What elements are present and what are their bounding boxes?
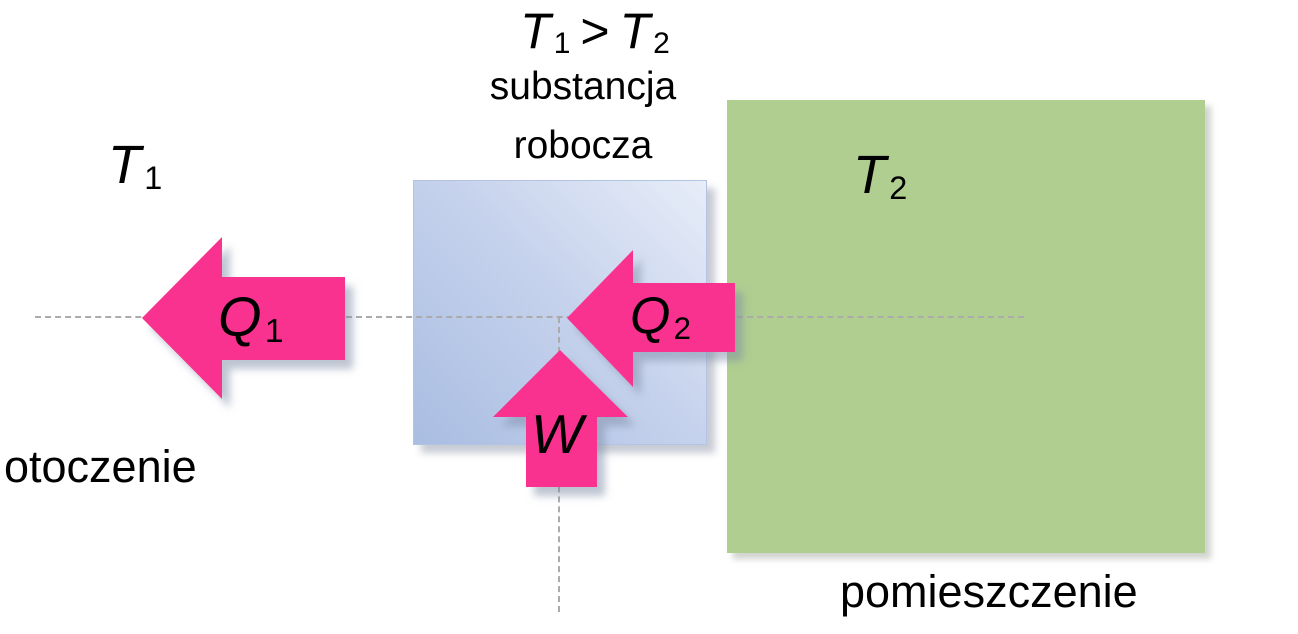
t2-subscript: 2 — [653, 27, 670, 61]
t2-subscript: 2 — [889, 169, 908, 206]
t1-subscript: 1 — [553, 27, 571, 61]
t1-subscript: 1 — [144, 159, 163, 196]
surroundings-label: otoczenie — [4, 441, 197, 492]
q2-heat-in-arrow-icon — [567, 250, 735, 387]
working-substance-line2: robocza — [513, 123, 653, 167]
t2-symbol: T — [619, 3, 651, 59]
w-symbol: W — [531, 403, 583, 465]
q1-heat-out-arrow-icon — [142, 237, 345, 399]
working-substance-label: substancja robocza — [433, 58, 733, 175]
q2-symbol: Q — [630, 287, 671, 345]
q1-subscript: 1 — [264, 313, 284, 351]
heat-extracted-label: Q2 — [630, 287, 691, 346]
hot-reservoir-temperature-label: T1 — [108, 135, 163, 196]
working-substance-line1: substancja — [489, 65, 677, 108]
greater-than-operator: > — [580, 3, 610, 59]
work-input-label: W — [531, 404, 583, 465]
t1-symbol: T — [108, 135, 141, 195]
w-work-arrow-icon — [493, 350, 628, 487]
room-box — [727, 100, 1205, 553]
room-label: pomieszczenie — [840, 566, 1138, 617]
t2-symbol: T — [853, 145, 886, 205]
heat-rejected-label: Q1 — [218, 286, 284, 351]
cold-reservoir-temperature-label: T2 — [853, 145, 908, 206]
q2-subscript: 2 — [673, 310, 691, 346]
q1-symbol: Q — [218, 285, 262, 348]
horizontal-guide-dashed-line — [35, 316, 1024, 318]
t1-symbol: T — [520, 3, 551, 59]
